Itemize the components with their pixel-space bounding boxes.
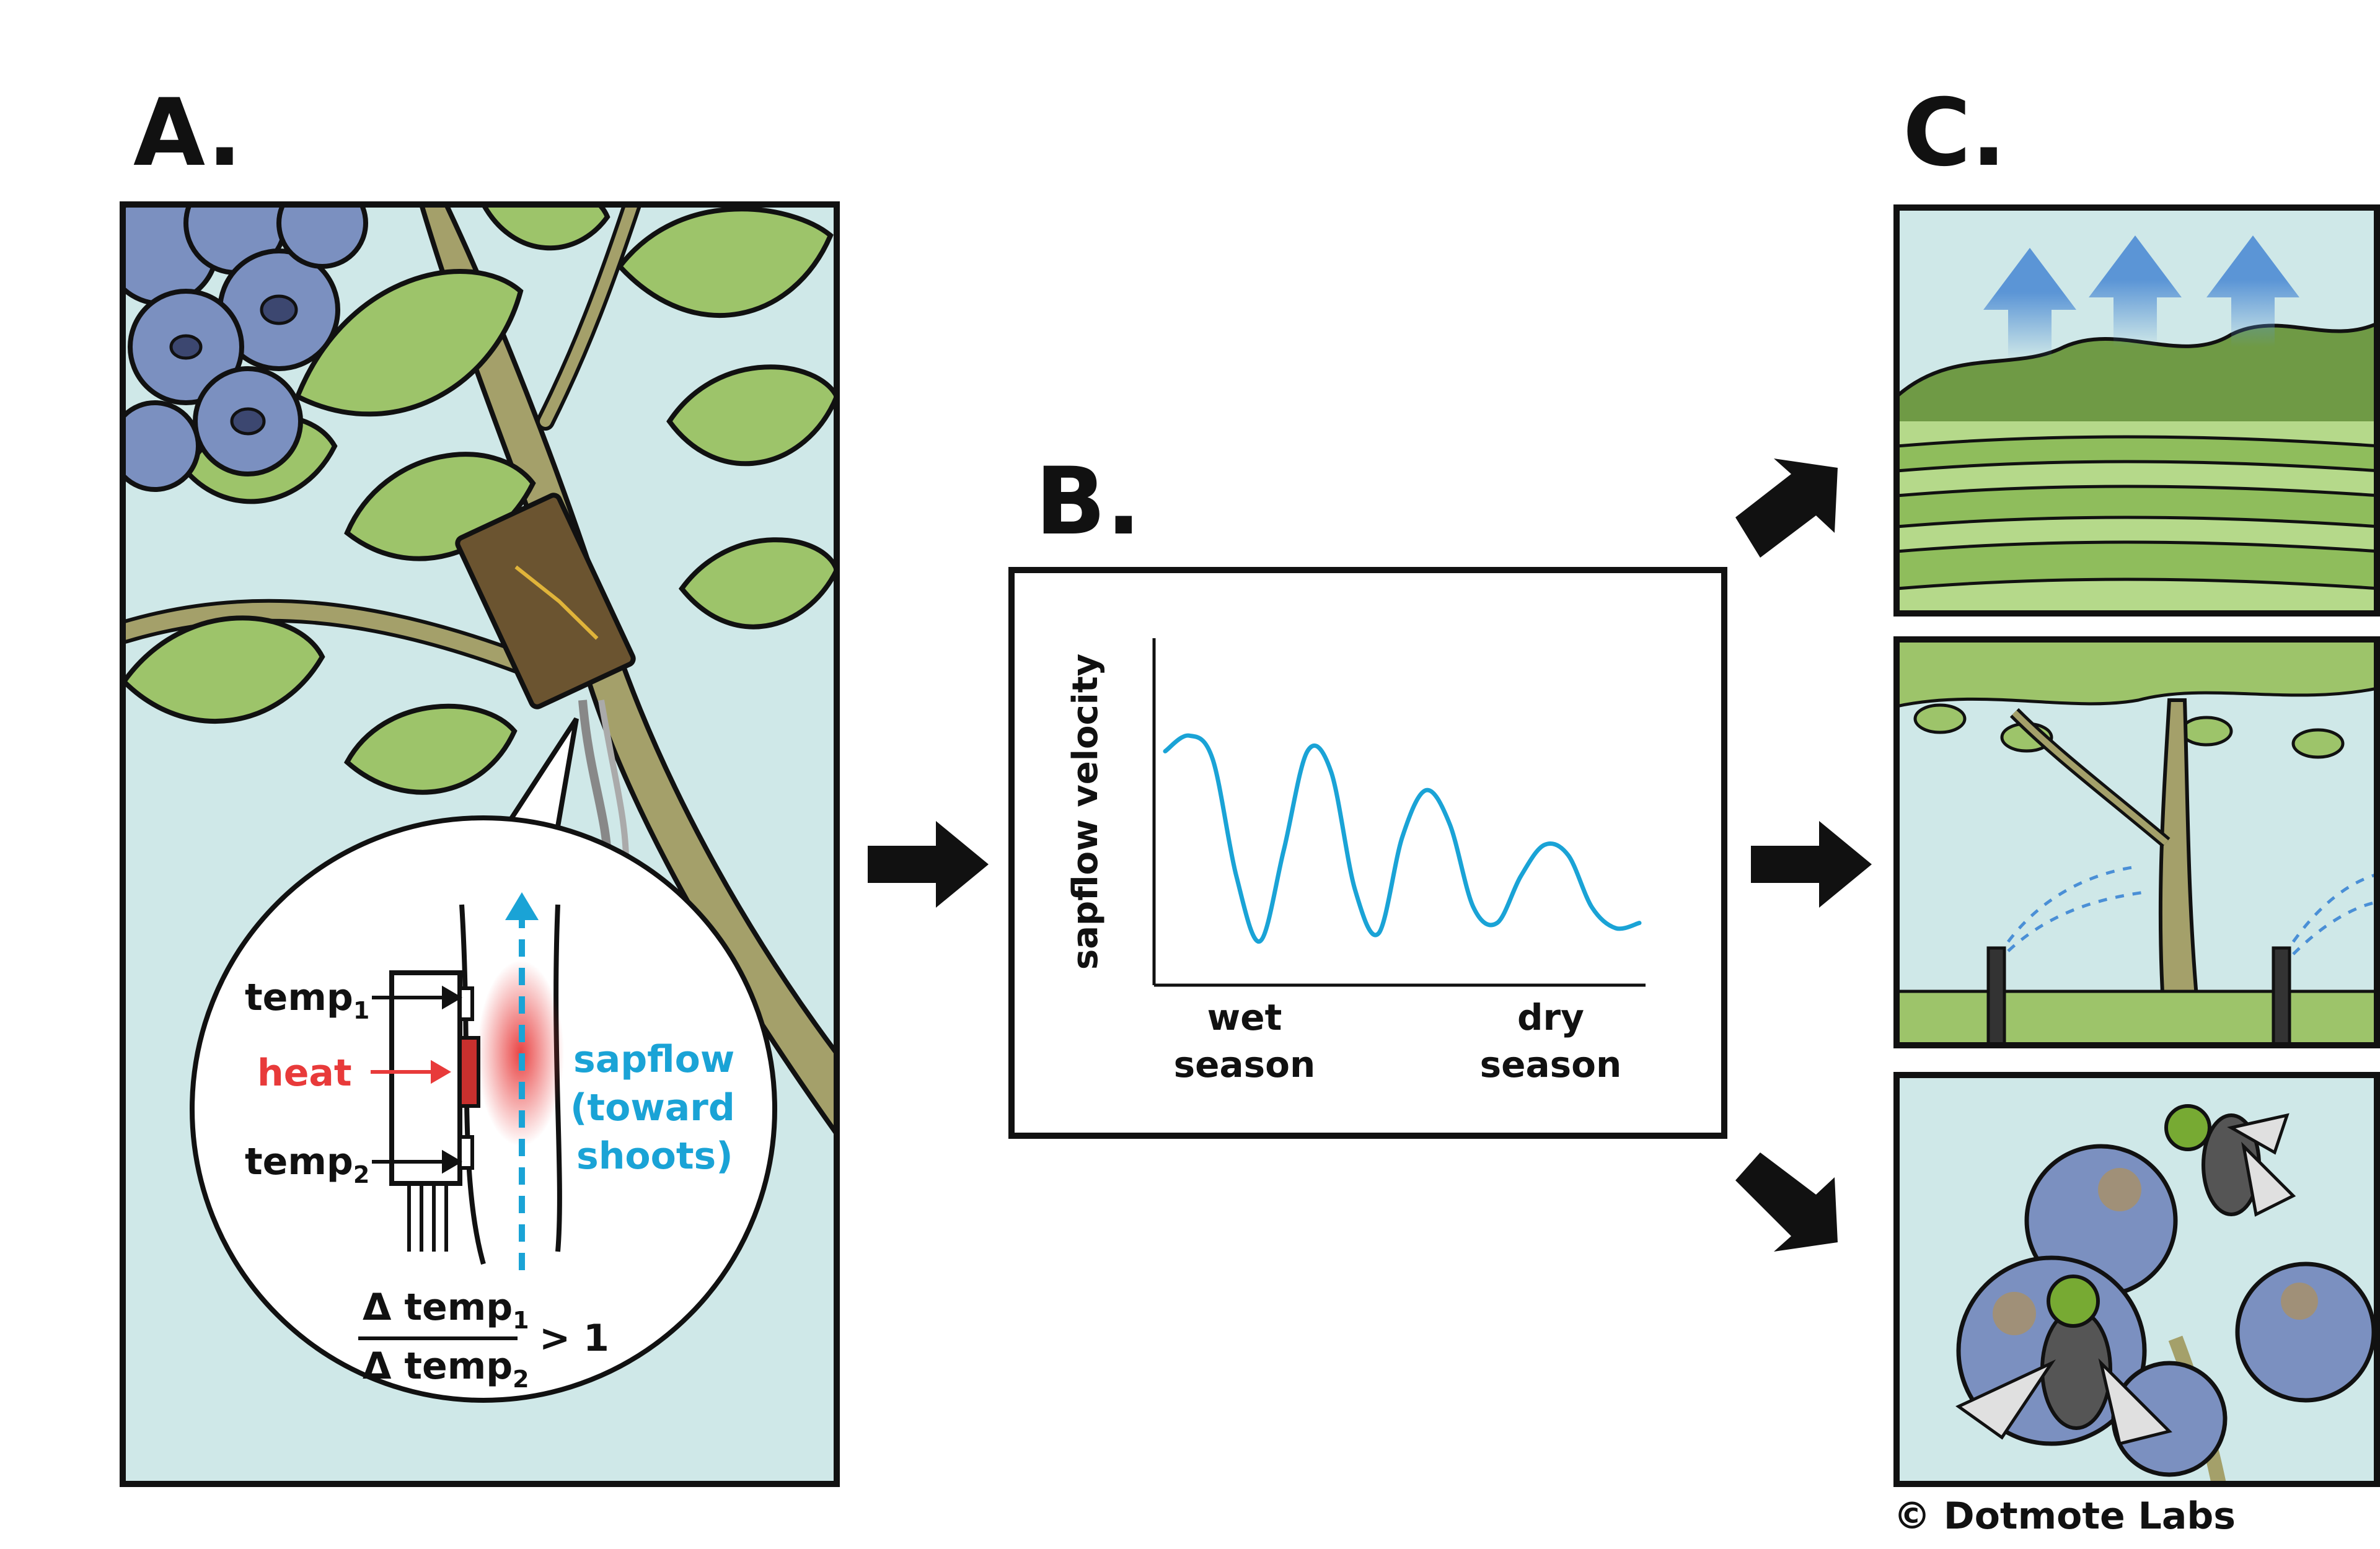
sapflow-chart: sapflow velocity wet season dry season [1065,638,1646,1086]
sapflow-label-line3: shoots) [576,1134,733,1178]
arrow-b-to-c3 [1735,1152,1838,1252]
x-label-dry-season: season [1480,1043,1622,1086]
x-label-dry: dry [1517,996,1584,1038]
sapflow-label-line2: (toward [570,1086,735,1130]
panel-c3-illustration [1897,1075,2377,1484]
copyright-credit: © Dotmote Labs [1893,1494,2236,1538]
sensor-callout-bubble [190,717,777,1403]
svg-text:Δ temp1: Δ temp1 [363,1286,529,1334]
x-label-wet: wet [1207,996,1282,1038]
panel-c1-illustration [1897,208,2377,613]
x-label-wet-season: season [1174,1043,1316,1086]
flow-arrows [868,459,1872,1252]
chart-y-label: sapflow velocity [1065,654,1106,970]
heat-label: heat [257,1051,352,1095]
sapflow-label-line1: sapflow [573,1038,734,1081]
svg-text:> 1: > 1 [539,1317,609,1360]
temp2-label: temp2 [245,1140,369,1188]
arrow-a-to-b [868,821,989,908]
panel-c-label: C. [1903,79,2007,187]
panel-c3-frame [1893,1072,2380,1487]
arrow-b-to-c2 [1751,821,1872,908]
svg-text:Δ temp2: Δ temp2 [363,1345,529,1393]
panel-c2-frame [1893,636,2380,1048]
panel-c1-frame [1893,204,2380,617]
panel-a-illustration: temp1 heat temp2 sapflow (toward shoots)… [123,204,837,1484]
sapflow-series-line [1163,733,1642,944]
blueberry-cluster-icon [123,204,368,492]
evaporation-arrow-icon [1983,235,2299,359]
temp1-label: temp1 [245,976,369,1024]
panel-b-frame [1008,567,1727,1139]
sensor-body [389,970,462,1186]
sprinkler-icon [1986,946,2291,1045]
panel-a-label: A. [133,79,242,187]
ratio-formula: Δ temp1 Δ temp2 > 1 [358,1286,609,1393]
panel-a-frame [120,201,840,1487]
fruit-fly-icon [1955,1104,2296,1446]
sap-flow-sensor-icon [455,493,636,862]
panel-b-label: B. [1035,448,1142,556]
arrow-b-to-c1 [1735,459,1838,558]
panel-c2-illustration [1897,639,2377,1045]
